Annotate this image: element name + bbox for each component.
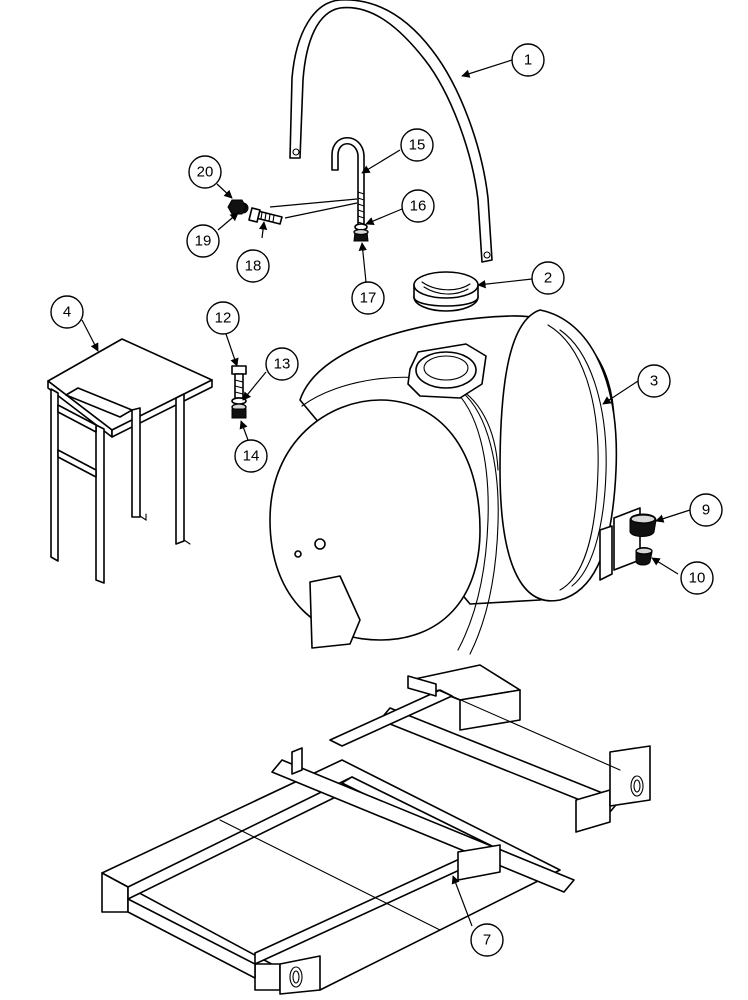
callout-10: 10 (680, 561, 714, 595)
svg-text:9: 9 (702, 502, 710, 519)
svg-text:20: 20 (197, 164, 214, 181)
filler-cap (413, 271, 479, 312)
svg-text:14: 14 (243, 448, 260, 465)
callout-16: 16 (401, 189, 435, 223)
callout-15: 15 (400, 128, 434, 162)
callout-17: 17 (351, 281, 385, 315)
mounting-bolt-set (231, 365, 247, 419)
callout-2: 2 (531, 261, 565, 295)
leader-lines (81, 59, 691, 927)
tank (269, 309, 641, 655)
callout-20: 20 (188, 155, 222, 189)
small-plug (635, 547, 653, 566)
callout-7: 7 (470, 923, 504, 957)
svg-text:3: 3 (650, 373, 658, 390)
callout-19: 19 (186, 224, 220, 258)
callout-12: 12 (206, 301, 240, 335)
callout-13: 13 (265, 347, 299, 381)
drain-plug (629, 513, 657, 537)
callout-9: 9 (689, 493, 723, 527)
svg-text:7: 7 (483, 932, 491, 949)
svg-text:1: 1 (524, 52, 532, 69)
callout-14: 14 (234, 439, 268, 473)
svg-text:13: 13 (274, 356, 291, 373)
callout-18: 18 (236, 249, 270, 283)
bolt-washer-nut (227, 198, 358, 225)
svg-text:10: 10 (689, 570, 706, 587)
svg-text:2: 2 (544, 270, 552, 287)
tank-strap (289, 0, 493, 263)
svg-text:15: 15 (409, 137, 426, 154)
svg-text:18: 18 (245, 258, 262, 275)
skid-frame (101, 664, 651, 995)
svg-text:17: 17 (360, 290, 377, 307)
svg-text:4: 4 (63, 304, 71, 321)
svg-text:12: 12 (215, 310, 232, 327)
j-bolt (331, 137, 369, 242)
svg-text:19: 19 (195, 233, 212, 250)
tank-stand (47, 338, 213, 584)
callout-4: 4 (50, 295, 84, 329)
callout-1: 1 (511, 43, 545, 77)
callout-3: 3 (637, 364, 671, 398)
svg-text:16: 16 (410, 198, 427, 215)
